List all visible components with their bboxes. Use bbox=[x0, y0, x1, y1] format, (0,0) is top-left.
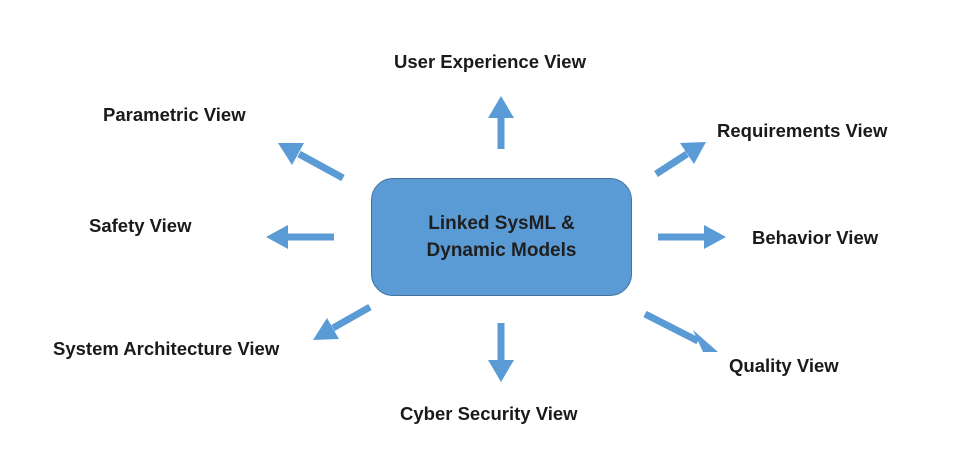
arrow-user-experience bbox=[488, 96, 514, 149]
label-requirements-view: Requirements View bbox=[717, 120, 888, 141]
arrow-quality bbox=[643, 310, 718, 352]
arrow-parametric bbox=[278, 143, 345, 182]
label-user-experience-view: User Experience View bbox=[394, 51, 586, 72]
arrow-cyber-security bbox=[488, 323, 514, 382]
label-quality-view: Quality View bbox=[729, 355, 839, 376]
center-node-line1: Linked SysML & bbox=[428, 213, 575, 234]
label-safety-view: Safety View bbox=[89, 215, 192, 236]
center-node: Linked SysML & Dynamic Models bbox=[371, 178, 632, 296]
label-behavior-view: Behavior View bbox=[752, 227, 879, 248]
arrow-behavior bbox=[658, 225, 726, 249]
label-cyber-security-view: Cyber Security View bbox=[400, 403, 578, 424]
label-parametric-view: Parametric View bbox=[103, 104, 246, 125]
label-system-architecture-view: System Architecture View bbox=[53, 338, 280, 359]
center-node-line2: Dynamic Models bbox=[426, 240, 577, 261]
arrow-safety bbox=[266, 225, 334, 249]
arrow-requirements bbox=[654, 142, 706, 177]
arrow-system-architecture bbox=[313, 303, 372, 340]
